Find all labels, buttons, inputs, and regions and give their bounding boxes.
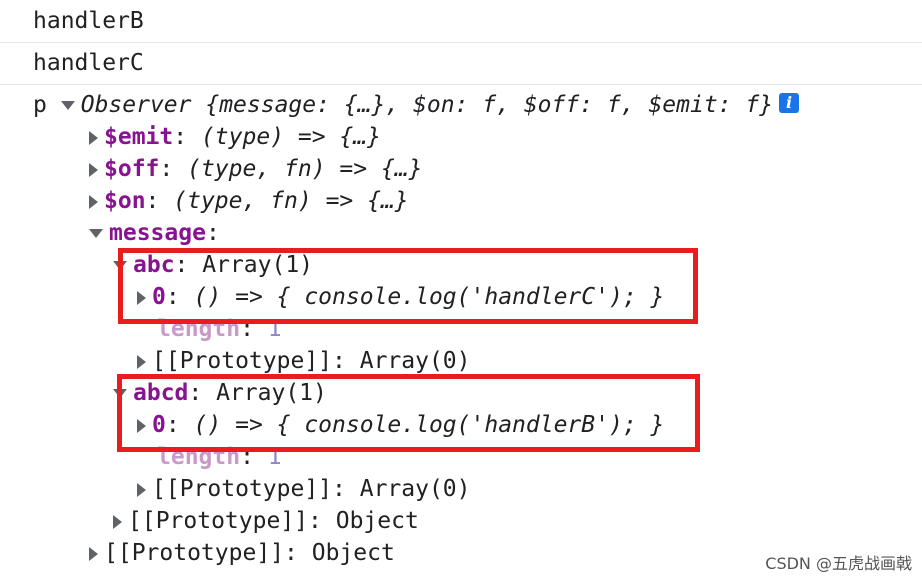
prototype-key: [[Prototype]]	[104, 540, 285, 566]
abcd-item-row[interactable]: 0: () => { console.log('handlerB'); }	[137, 409, 664, 441]
console-log-handlerB: handlerB	[33, 5, 144, 37]
observer-row[interactable]: p Observer {message: {…}, $on: f, $off: …	[33, 89, 800, 121]
console-log-handlerC: handlerC	[33, 47, 144, 79]
separator	[0, 84, 922, 85]
collapse-triangle-icon[interactable]	[89, 130, 98, 145]
abc-prototype-row[interactable]: [[Prototype]]: Array(0)	[137, 345, 471, 377]
property-key: abcd	[133, 380, 189, 406]
off-property-row[interactable]: $off: (type, fn) => {…}	[89, 153, 423, 185]
on-property-row[interactable]: $on: (type, fn) => {…}	[89, 185, 409, 217]
message-prototype-row[interactable]: [[Prototype]]: Object	[113, 505, 419, 537]
prototype-key: [[Prototype]]	[152, 476, 333, 502]
collapse-triangle-icon[interactable]	[113, 514, 122, 529]
property-value: (type, fn) => {…}	[187, 156, 423, 182]
property-value: (type, fn) => {…}	[173, 188, 409, 214]
abcd-prototype-row[interactable]: [[Prototype]]: Array(0)	[137, 473, 471, 505]
observer-summary: Observer {message: {…}, $on: f, $off: f,…	[80, 92, 774, 118]
item-index: 0	[152, 412, 166, 438]
collapse-triangle-icon[interactable]	[137, 482, 146, 497]
expand-triangle-icon[interactable]	[89, 229, 103, 238]
message-property-row[interactable]: message:	[89, 217, 220, 249]
log-text: handlerC	[33, 50, 144, 76]
prototype-value: Array(0)	[359, 348, 471, 374]
property-value: Array(1)	[202, 252, 314, 278]
highlight-box-abc	[118, 248, 698, 324]
collapse-triangle-icon[interactable]	[89, 194, 98, 209]
watermark: CSDN @五虎战画戟	[765, 554, 912, 573]
observer-prototype-row[interactable]: [[Prototype]]: Object	[89, 537, 395, 569]
collapse-triangle-icon[interactable]	[137, 290, 146, 305]
item-value: () => { console.log('handlerC'); }	[193, 284, 665, 310]
property-key: $emit	[104, 124, 174, 150]
highlight-box-abcd	[117, 374, 700, 452]
item-value: () => { console.log('handlerB'); }	[193, 412, 665, 438]
variable-name: p	[33, 92, 47, 118]
emit-property-row[interactable]: $emit: (type) => {…}	[89, 121, 381, 153]
collapse-triangle-icon[interactable]	[137, 418, 146, 433]
property-key: $on	[104, 188, 146, 214]
item-index: 0	[152, 284, 166, 310]
prototype-value: Array(0)	[359, 476, 471, 502]
prototype-key: [[Prototype]]	[128, 508, 309, 534]
collapse-triangle-icon[interactable]	[137, 354, 146, 369]
collapse-triangle-icon[interactable]	[89, 162, 98, 177]
expand-triangle-icon[interactable]	[60, 101, 75, 110]
info-icon[interactable]: i	[779, 93, 800, 113]
property-key: abc	[133, 252, 175, 278]
abc-item-row[interactable]: 0: () => { console.log('handlerC'); }	[137, 281, 664, 313]
log-text: handlerB	[33, 8, 144, 34]
abc-property-row[interactable]: abc: Array(1)	[113, 249, 313, 281]
collapse-triangle-icon[interactable]	[89, 546, 98, 561]
property-key: message	[109, 220, 206, 246]
prototype-value: Object	[335, 508, 419, 534]
prototype-key: [[Prototype]]	[152, 348, 333, 374]
prototype-value: Object	[311, 540, 395, 566]
separator	[0, 42, 922, 43]
property-value: (type) => {…}	[200, 124, 381, 150]
property-value: Array(1)	[216, 380, 327, 406]
property-key: $off	[104, 156, 160, 182]
